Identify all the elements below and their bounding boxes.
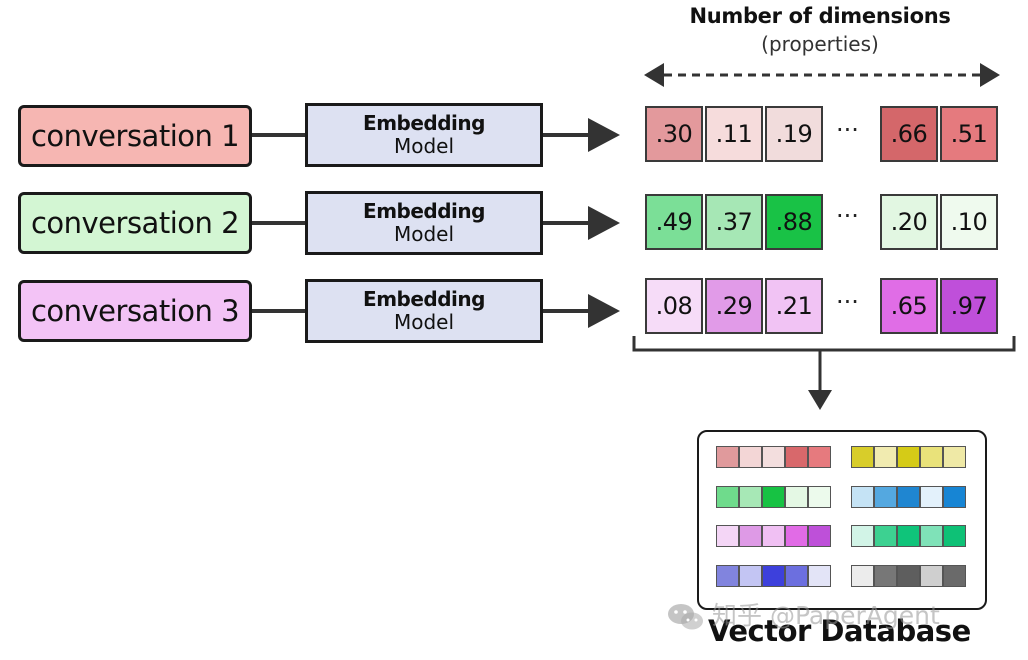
db-vector-cell [874,525,897,547]
conversation-1-box: conversation 1 [18,105,252,167]
row1-value-cell: .66 [880,106,938,162]
db-vector-cell [920,565,943,587]
row2-value-cell: .49 [645,194,703,250]
dimensions-title: Number of dimensions [689,4,951,28]
row3-value-cell: .29 [705,278,763,334]
embedding-model-3-line2: Model [393,310,455,334]
row2-value-cell: .10 [940,194,998,250]
db-vector-cell [943,525,966,547]
vector-database-label: Vector Database [708,614,971,648]
embedding-model-2-line2: Model [393,222,455,246]
db-vector-cell [808,486,831,508]
row1-arrow-head [588,118,620,152]
row1-value-cell: .30 [645,106,703,162]
row3-ellipsis: ··· [836,288,859,316]
embedding-model-3-line1: Embedding [363,287,485,311]
db-vector-cell [716,486,739,508]
db-vector-cell [874,446,897,468]
embedding-model-3: Embedding Model [305,279,543,343]
db-vector-cell [874,565,897,587]
row2-value-cell: .88 [765,194,823,250]
conversation-2-box: conversation 2 [18,192,252,254]
db-vector-cell [920,446,943,468]
row2-ellipsis: ··· [836,202,859,230]
db-vector-cell [943,486,966,508]
dimensions-subtitle: (properties) [761,32,879,56]
db-vector-cell [808,446,831,468]
row1-value-cell: .51 [940,106,998,162]
row3-value-cell: .97 [940,278,998,334]
db-vector-cell [897,446,920,468]
db-vector-cell [920,525,943,547]
row3-arrow-head [588,294,620,328]
embedding-model-2-line1: Embedding [363,199,485,223]
row3-value-cell: .08 [645,278,703,334]
vector-database-box [697,430,987,610]
down-arrow-head [808,390,832,410]
db-vector-cell [920,486,943,508]
db-vector-cell [785,486,808,508]
wechat-logo-icon [668,604,703,630]
db-vector-cell [897,565,920,587]
conversation-3-box: conversation 3 [18,280,252,342]
db-vector-cell [851,525,874,547]
embedding-model-2: Embedding Model [305,191,543,255]
db-vector-cell [762,525,785,547]
db-vector-cell [716,525,739,547]
row1-value-cell: .19 [765,106,823,162]
row2-value-cell: .20 [880,194,938,250]
db-vector-cell [762,565,785,587]
row3-value-cell: .65 [880,278,938,334]
db-vector-cell [808,525,831,547]
db-vector-cell [943,565,966,587]
embedding-model-1-line1: Embedding [363,111,485,135]
vectors-bracket [632,336,1016,352]
db-vector-cell [716,565,739,587]
db-vector-cell [739,486,762,508]
db-vector-cell [874,486,897,508]
dimensions-arrow-right-head [980,63,1000,87]
db-vector-cell [851,446,874,468]
embedding-model-1-line2: Model [393,134,455,158]
db-vector-cell [897,486,920,508]
db-vector-cell [943,446,966,468]
row2-value-cell: .37 [705,194,763,250]
embedding-model-1: Embedding Model [305,103,543,167]
db-vector-cell [851,565,874,587]
db-vector-cell [808,565,831,587]
db-vector-cell [739,446,762,468]
db-vector-cell [785,565,808,587]
row1-ellipsis: ··· [836,116,859,144]
watermark-text: 知乎 @PaperAgent [712,601,940,630]
db-vector-cell [785,525,808,547]
db-vector-cell [739,565,762,587]
row1-value-cell: .11 [705,106,763,162]
row3-value-cell: .21 [765,278,823,334]
db-vector-cell [739,525,762,547]
db-vector-cell [716,446,739,468]
db-vector-cell [762,446,785,468]
db-vector-cell [762,486,785,508]
db-vector-cell [897,525,920,547]
dimensions-arrow-left-head [644,63,664,87]
db-vector-cell [785,446,808,468]
row2-arrow-head [588,206,620,240]
db-vector-cell [851,486,874,508]
